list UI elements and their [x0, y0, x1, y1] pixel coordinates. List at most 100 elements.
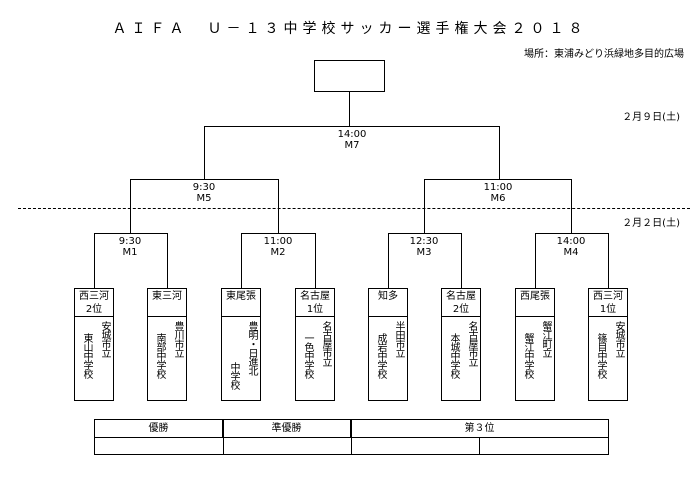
team-box-1: 西三河 2位 安城市立 東山中学校	[74, 288, 114, 401]
match-m4-id: M4	[563, 247, 579, 258]
match-m4: 14:00 M4	[541, 236, 601, 258]
match-m3: 12:30 M3	[394, 236, 454, 258]
match-m1-id: M1	[122, 247, 138, 258]
team-box-7: 西尾張 蟹江町立 蟹江中学校	[515, 288, 555, 401]
m1-leg1	[94, 233, 95, 288]
final-right-leg	[499, 126, 500, 179]
team-8-rank: 1位	[599, 304, 617, 315]
team-7-city: 蟹江町立	[540, 321, 551, 357]
m4-leg1	[535, 233, 536, 288]
semi-left-line	[130, 179, 278, 180]
team-1-rank: 2位	[85, 304, 103, 315]
results-third-header: 第３位	[464, 423, 495, 434]
match-m1: 9:30 M1	[100, 236, 160, 258]
results-runner-up-header: 準優勝	[223, 420, 351, 437]
team-6-school: 本城中学校	[448, 333, 459, 378]
team-box-6: 名古屋 2位 名古屋市立 本城中学校	[441, 288, 481, 401]
team-6-rank: 2位	[452, 304, 470, 315]
final-left-leg	[204, 126, 205, 179]
tournament-title: ＡＩＦＡ Ｕ－１３中学校サッカー選手権大会２０１８	[112, 21, 588, 37]
m4-line	[535, 233, 608, 234]
results-table: 優勝 準優勝 第３位	[94, 419, 609, 455]
semi-left-leg2	[278, 179, 279, 233]
match-m5-time: 9:30	[192, 182, 216, 193]
match-m4-time: 14:00	[556, 236, 586, 247]
team-4-region: 名古屋 1位	[296, 289, 334, 317]
match-m6-id: M6	[490, 193, 506, 204]
m1-leg2	[167, 233, 168, 288]
match-m5: 9:30 M5	[174, 182, 234, 204]
match-m3-time: 12:30	[409, 236, 439, 247]
match-m7-time: 14:00	[337, 129, 367, 140]
team-8-school: 篠目中学校	[595, 333, 606, 378]
team-8-city: 安城市立	[613, 321, 624, 357]
team-2-school: 南部中学校	[154, 333, 165, 378]
team-2-city: 豊川市立	[172, 321, 183, 357]
champion-box	[314, 60, 385, 92]
team-4-city: 名古屋市立	[320, 321, 331, 366]
first-date-label: ２月２日(土)	[622, 218, 680, 229]
results-col-divider-3	[479, 437, 480, 454]
results-col-divider-2	[351, 420, 352, 454]
team-1-pref: 西三河	[79, 291, 109, 302]
match-m2: 11:00 M2	[248, 236, 308, 258]
team-3-region: 東尾張	[222, 289, 260, 317]
team-7-pref: 西尾張	[520, 291, 550, 302]
m2-leg1	[241, 233, 242, 288]
m1-line	[94, 233, 167, 234]
team-8-region: 西三河 1位	[589, 289, 627, 317]
team-box-2: 東三河 豊川市立 南部中学校	[147, 288, 187, 401]
m3-line	[388, 233, 461, 234]
match-m7: 14:00 M7	[322, 129, 382, 151]
team-2-pref: 東三河	[152, 291, 182, 302]
match-m6: 11:00 M6	[468, 182, 528, 204]
team-box-4: 名古屋 1位 名古屋市立 一色中学校	[295, 288, 335, 401]
results-col-divider-1	[223, 420, 224, 454]
team-7-school: 蟹江中学校	[522, 333, 533, 378]
team-box-5: 知多 半田市立 成岩中学校	[368, 288, 408, 401]
m4-leg2	[608, 233, 609, 288]
semi-right-leg2	[571, 179, 572, 233]
team-6-city: 名古屋市立	[466, 321, 477, 366]
final-bracket-line	[204, 126, 499, 127]
team-4-pref: 名古屋	[300, 291, 330, 302]
results-winner-header: 優勝	[95, 420, 223, 437]
m2-leg2	[315, 233, 316, 288]
team-8-pref: 西三河	[593, 291, 623, 302]
team-3-pref: 東尾張	[226, 291, 256, 302]
match-m7-id: M7	[344, 140, 360, 151]
match-m6-time: 11:00	[483, 182, 513, 193]
team-5-region: 知多	[369, 289, 407, 317]
team-3-school: 中学校	[228, 362, 239, 389]
match-m3-id: M3	[416, 247, 432, 258]
team-7-region: 西尾張	[516, 289, 554, 317]
team-1-school: 東山中学校	[81, 333, 92, 378]
team-box-8: 西三河 1位 安城市立 篠目中学校	[588, 288, 628, 401]
m3-leg1	[388, 233, 389, 288]
day-divider-line	[18, 208, 690, 209]
m2-line	[241, 233, 315, 234]
team-5-pref: 知多	[378, 291, 398, 302]
team-5-school: 成岩中学校	[375, 333, 386, 378]
team-3-city: 豊明・日進北	[246, 321, 257, 375]
match-m5-id: M5	[196, 193, 212, 204]
team-6-pref: 名古屋	[446, 291, 476, 302]
final-date-label: ２月９日(土)	[622, 112, 680, 123]
team-1-city: 安城市立	[99, 321, 110, 357]
semi-right-leg1	[424, 179, 425, 233]
champion-connector	[349, 92, 350, 126]
team-box-3: 東尾張 豊明・日進北 中学校	[221, 288, 261, 401]
match-m2-time: 11:00	[263, 236, 293, 247]
m3-leg2	[461, 233, 462, 288]
team-4-rank: 1位	[306, 304, 324, 315]
team-2-region: 東三河	[148, 289, 186, 317]
team-4-school: 一色中学校	[302, 333, 313, 378]
match-m2-id: M2	[270, 247, 286, 258]
team-1-region: 西三河 2位	[75, 289, 113, 317]
venue-label: 場所：東浦みどり浜緑地多目的広場	[524, 49, 684, 60]
semi-right-line	[424, 179, 571, 180]
match-m1-time: 9:30	[118, 236, 142, 247]
team-6-region: 名古屋 2位	[442, 289, 480, 317]
semi-left-leg1	[130, 179, 131, 233]
team-5-city: 半田市立	[393, 321, 404, 357]
